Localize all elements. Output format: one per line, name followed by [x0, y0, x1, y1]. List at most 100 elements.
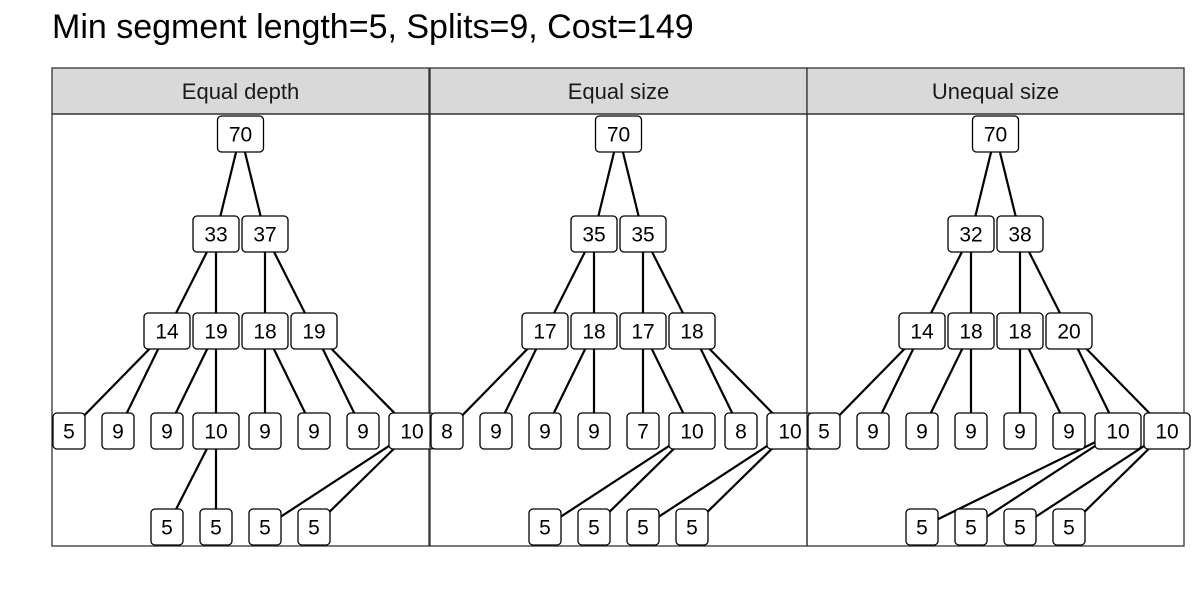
tree-node-box [297, 508, 331, 546]
tree-node-box [905, 508, 939, 546]
tree-node: 70 [216, 115, 265, 153]
tree-node-value: 9 [308, 421, 320, 444]
tree-node: 5 [954, 508, 988, 546]
tree-node-value: 5 [63, 421, 75, 444]
tree-node-box [528, 412, 562, 450]
tree-node-value: 20 [1057, 321, 1080, 344]
tree-node-value: 17 [533, 321, 556, 344]
tree-node: 9 [248, 412, 282, 450]
tree-node: 70 [594, 115, 643, 153]
tree-node-box [199, 508, 233, 546]
tree-node-value: 14 [155, 321, 179, 344]
tree-node-value: 18 [959, 321, 982, 344]
tree-node-value: 5 [686, 517, 698, 540]
tree-node-box [1143, 412, 1191, 450]
tree-node: 9 [528, 412, 562, 450]
tree-node-box [668, 412, 716, 450]
tree-node-value: 8 [735, 421, 747, 444]
tree-node-value: 33 [204, 224, 227, 247]
tree-node: 70 [971, 115, 1020, 153]
tree-node-value: 10 [1155, 421, 1178, 444]
tree-node-value: 9 [588, 421, 600, 444]
tree-edge [264, 430, 413, 528]
tree-node-value: 9 [965, 421, 977, 444]
tree-node-value: 19 [302, 321, 325, 344]
tree-node-box [905, 412, 939, 450]
tree-node-value: 18 [1008, 321, 1031, 344]
tree-node-box [216, 115, 265, 153]
panel-strip-label: Equal depth [182, 79, 299, 104]
tree-node-value: 35 [582, 224, 605, 247]
panel-strip-label: Equal size [568, 79, 670, 104]
tree-node-value: 18 [582, 321, 605, 344]
tree-node-box [290, 312, 338, 350]
tree-node-value: 5 [210, 517, 222, 540]
tree-node: 10 [1143, 412, 1191, 450]
tree-node: 19 [192, 312, 240, 350]
tree-node-box [192, 215, 240, 253]
tree-node-box [1052, 508, 1086, 546]
tree-node-box [1003, 508, 1037, 546]
tree-node-box [1052, 412, 1086, 450]
tree-node-value: 9 [916, 421, 928, 444]
tree-node-box [996, 312, 1044, 350]
tree-node-box [52, 412, 86, 450]
tree-node-box [297, 412, 331, 450]
tree-node: 5 [577, 508, 611, 546]
tree-node-value: 18 [680, 321, 703, 344]
panel-strip [806, 67, 1185, 115]
tree-node: 10 [388, 412, 436, 450]
tree-node-value: 5 [588, 517, 600, 540]
tree-node: 8 [724, 412, 758, 450]
tree-node: 37 [241, 215, 289, 253]
tree-node-box [619, 215, 667, 253]
tree-node-value: 10 [1106, 421, 1129, 444]
tree-node-value: 5 [1014, 517, 1026, 540]
tree-node-box [807, 412, 841, 450]
tree-node-box [1045, 312, 1093, 350]
tree-node-value: 9 [490, 421, 502, 444]
tree-edge [921, 430, 1119, 528]
tree-node-value: 5 [637, 517, 649, 540]
tree-node-box [248, 412, 282, 450]
tree-node: 19 [290, 312, 338, 350]
tree-node: 5 [528, 508, 562, 546]
tree-node-box [241, 215, 289, 253]
tree-node-box [479, 412, 513, 450]
tree-node-box [150, 508, 184, 546]
page-title: Min segment length=5, Splits=9, Cost=149 [52, 8, 694, 46]
tree-node: 9 [1003, 412, 1037, 450]
tree-node-value: 9 [112, 421, 124, 444]
tree-node-value: 10 [778, 421, 801, 444]
tree-node-box [954, 508, 988, 546]
tree-node-value: 35 [631, 224, 654, 247]
tree-node-box [675, 508, 709, 546]
tree-node-value: 5 [161, 517, 173, 540]
tree-node: 5 [1003, 508, 1037, 546]
tree-edge [642, 430, 791, 528]
tree-node: 5 [905, 508, 939, 546]
tree-node: 9 [954, 412, 988, 450]
tree-node-value: 18 [253, 321, 276, 344]
tree-node-box [996, 215, 1044, 253]
tree-edge [1019, 430, 1168, 528]
tree-edge [544, 430, 693, 528]
tree-node: 5 [1052, 508, 1086, 546]
tree-node-box [668, 312, 716, 350]
tree-node: 5 [52, 412, 86, 450]
tree-node: 9 [297, 412, 331, 450]
tree-node-box [577, 508, 611, 546]
tree-node: 18 [668, 312, 716, 350]
tree-node: 14 [143, 312, 191, 350]
tree-node-box [101, 412, 135, 450]
tree-node: 20 [1045, 312, 1093, 350]
tree-node: 17 [521, 312, 569, 350]
tree-node: 5 [199, 508, 233, 546]
tree-edge [970, 430, 1119, 528]
tree-node: 7 [626, 412, 660, 450]
tree-node-value: 9 [1014, 421, 1026, 444]
tree-node: 32 [947, 215, 995, 253]
tree-node-value: 5 [259, 517, 271, 540]
